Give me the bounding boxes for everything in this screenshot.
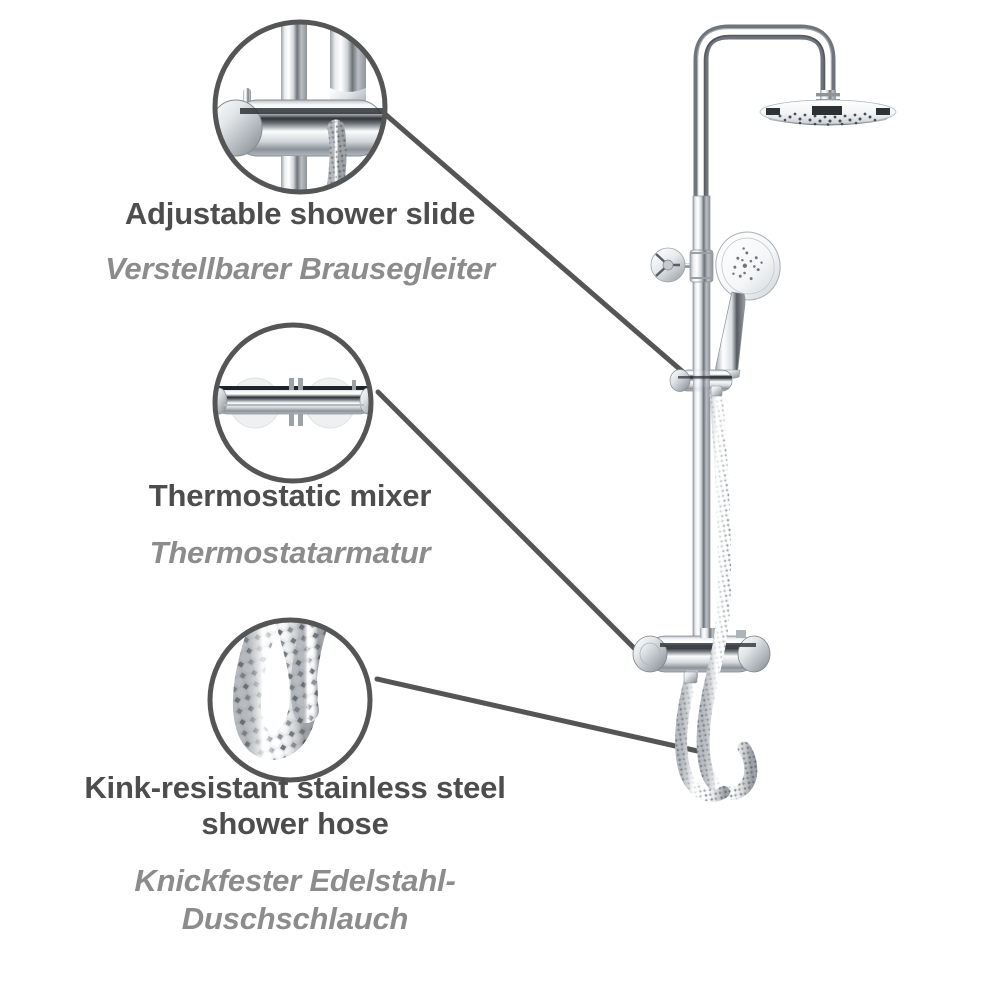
riser-arm (693, 24, 836, 200)
hand-shower (715, 231, 781, 379)
callout-label-shower-slide: Adjustable shower slide Verstellbarer Br… (20, 196, 580, 288)
callout-label-thermostatic-mixer: Thermostatic mixer Thermostatarmatur (30, 478, 550, 572)
callout-label-de-shower-slide: Verstellbarer Brausegleiter (105, 251, 495, 286)
leader-lines (374, 105, 705, 755)
callout-label-de-shower-hose: Knickfester Edelstahl- Duschschlauch (134, 863, 456, 936)
wall-bracket (650, 247, 714, 283)
shower-column-system (632, 24, 897, 802)
callout-circle-shower-slide (212, 19, 388, 195)
leader-line-thermostatic-mixer (375, 389, 644, 658)
callout-circle-thermostatic-mixer (212, 322, 374, 484)
slider-bracket (669, 368, 733, 393)
callout-label-de-thermostatic-mixer: Thermostatarmatur (149, 535, 431, 570)
callout-label-en-thermostatic-mixer: Thermostatic mixer (148, 478, 432, 513)
rain-shower-head (759, 90, 897, 126)
leader-line-shower-slide (375, 105, 693, 381)
callout-label-en-shower-slide: Adjustable shower slide (124, 196, 476, 231)
leader-line-shower-hose (374, 676, 705, 755)
callout-label-shower-hose: Kink-resistant stainless steel shower ho… (10, 770, 580, 938)
callout-label-en-shower-hose: Kink-resistant stainless steel shower ho… (84, 770, 506, 841)
callout-circle-shower-hose (207, 617, 373, 783)
shower-hose (675, 385, 758, 802)
thermostatic-mixer-bar (632, 628, 771, 678)
